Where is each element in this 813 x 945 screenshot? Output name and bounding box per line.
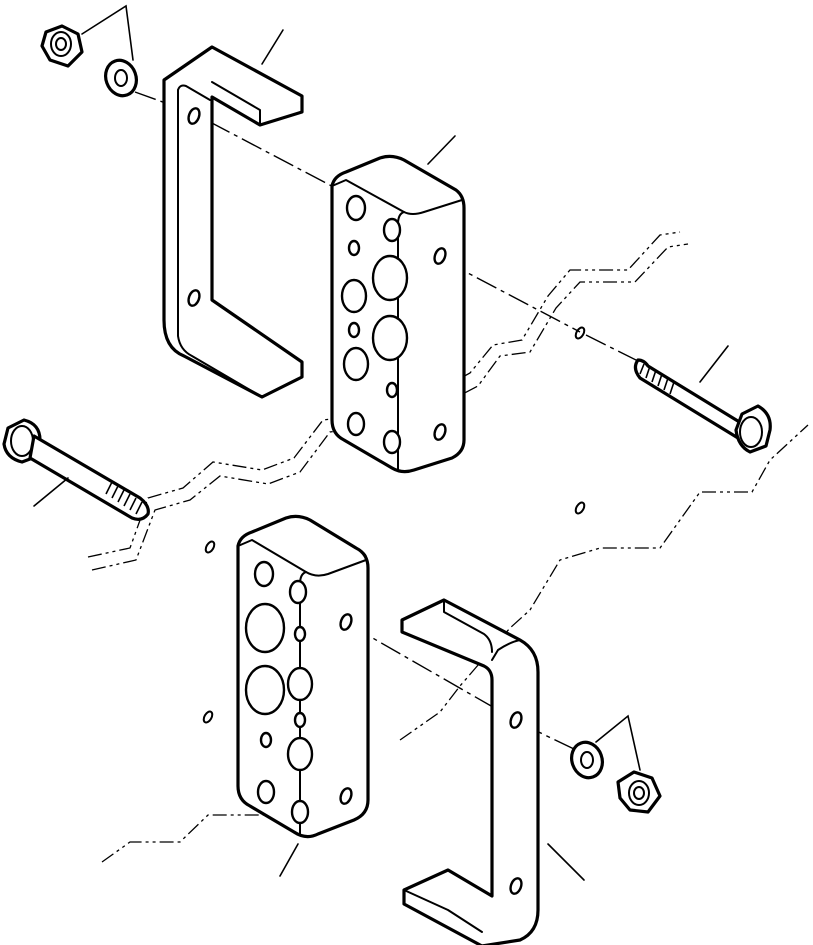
surface-hole-markers (202, 326, 586, 724)
hex-nut-icon (616, 770, 662, 814)
upper-valve-block (330, 135, 466, 474)
phantom-outline-lower (101, 424, 809, 863)
leader-lines-lower-fasteners (595, 714, 641, 771)
right-bolt (633, 345, 772, 454)
leader-lines-upper-fasteners (81, 4, 134, 61)
left-bolt (2, 418, 150, 521)
lower-valve-block (236, 514, 370, 877)
upper-bracket (162, 29, 304, 399)
lock-washer-icon (104, 58, 138, 98)
lock-washer-icon (570, 740, 604, 780)
hex-nut-icon (40, 24, 84, 68)
lower-bracket (400, 598, 585, 945)
